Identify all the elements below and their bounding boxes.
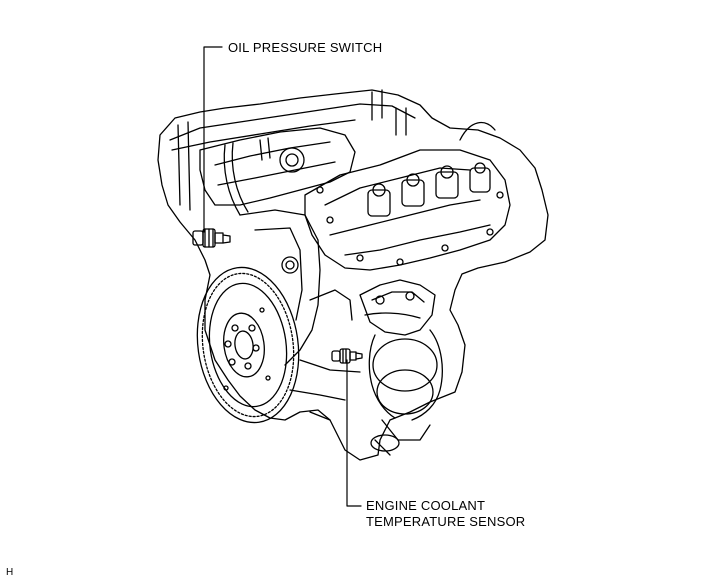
flywheel: [196, 266, 300, 424]
leader-lines: [203, 46, 362, 507]
oil-leader-line: [203, 46, 223, 233]
exhaust-manifold: [359, 279, 443, 456]
engine-coolant-label-line2: TEMPERATURE SENSOR: [366, 514, 526, 529]
engine-block-outline: [157, 89, 549, 461]
oil-pressure-switch-label: OIL PRESSURE SWITCH: [228, 40, 383, 55]
lower-block: [239, 209, 361, 421]
intake-tubes: [177, 89, 496, 211]
engine-coolant-sensor-part: [331, 348, 363, 364]
corner-code: H: [6, 567, 14, 578]
oil-pressure-switch-part: [192, 228, 231, 248]
engine-coolant-label-line1: ENGINE COOLANT: [366, 498, 486, 513]
valve-cover-right: [304, 149, 511, 271]
engine-coolant-sensor-label: ENGINE COOLANT TEMPERATURE SENSOR: [366, 498, 525, 530]
coolant-leader-line: [346, 359, 362, 507]
